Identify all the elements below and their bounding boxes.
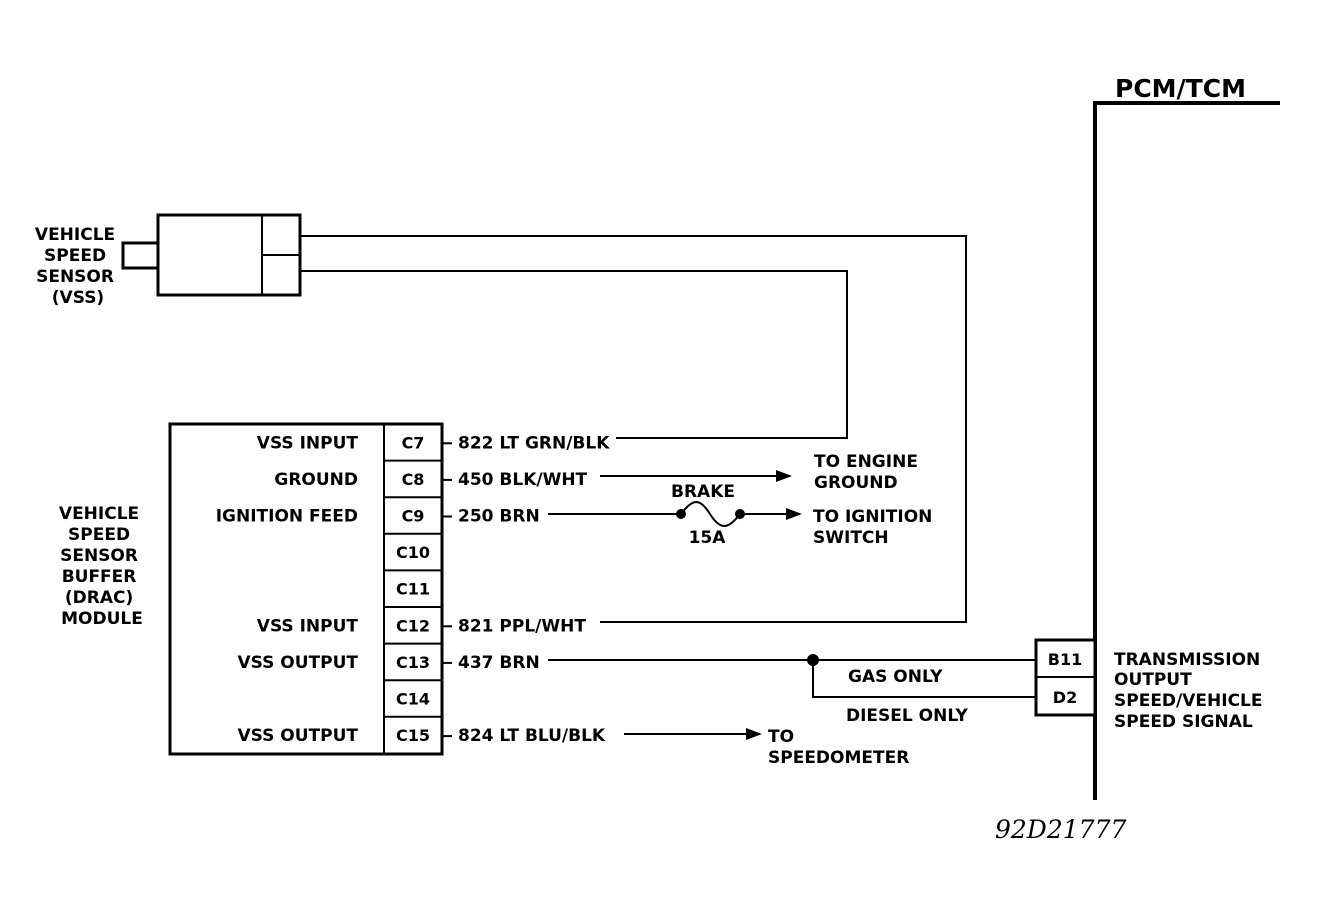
pin-function-c7: VSS INPUT <box>257 433 359 453</box>
fuse-icon <box>680 501 741 527</box>
pcm-outline <box>1093 101 1280 800</box>
pin-c13: C13 <box>396 653 430 672</box>
pin-function-c9: IGNITION FEED <box>216 507 358 527</box>
buffer-module-body <box>168 422 444 756</box>
pin-function-c8: GROUND <box>274 470 358 490</box>
to-ignition-switch-label: TO IGNITION SWITCH <box>813 507 938 548</box>
wire-437-brn-diesel <box>812 660 1035 698</box>
fuse-name: BRAKE <box>671 482 735 502</box>
ground-arrow-icon <box>776 470 792 482</box>
wire-label-c7: 822 LT GRN/BLK <box>458 433 610 453</box>
fuse-rating: 15A <box>689 528 727 548</box>
speedometer-arrow-icon <box>746 728 762 740</box>
ground-circuit: TO ENGINE GROUND <box>600 452 924 493</box>
wire-821-ppl-wht <box>300 235 967 623</box>
figure-id: 92D21777 <box>995 815 1126 844</box>
pcm-tcm: PCM/TCM <box>1093 74 1280 800</box>
wire-label-c13: 437 BRN <box>458 653 540 673</box>
buffer-module: VEHICLE SPEED SENSOR BUFFER (DRAC) MODUL… <box>59 422 611 756</box>
pin-function-c15: VSS OUTPUT <box>237 726 358 746</box>
pcm-pin-d2: D2 <box>1053 688 1077 707</box>
to-speedometer-label: TO SPEEDOMETER <box>768 727 909 768</box>
to-engine-ground-label: TO ENGINE GROUND <box>814 452 924 493</box>
pin-c9: C9 <box>402 507 425 526</box>
ignition-arrow-icon <box>786 508 802 520</box>
pin-c14: C14 <box>396 690 430 709</box>
wire-label-c12: 821 PPL/WHT <box>458 616 586 636</box>
vss-wires <box>300 235 967 623</box>
pin-c7: C7 <box>402 433 425 452</box>
wire-822-lt-grn-blk <box>300 270 848 439</box>
pin-function-c12: VSS INPUT <box>257 616 359 636</box>
pin-c15: C15 <box>396 726 430 745</box>
pcm-signal-label: TRANSMISSION OUTPUT SPEED/VEHICLE SPEED … <box>1114 650 1268 732</box>
speedometer-circuit: TO SPEEDOMETER <box>624 727 909 768</box>
pin-c10: C10 <box>396 543 430 562</box>
pin-c12: C12 <box>396 616 430 635</box>
vss-shaft <box>121 241 161 270</box>
vss-label: VEHICLE SPEED SENSOR (VSS) <box>35 225 121 308</box>
vss-output-circuit: GAS ONLY DIESEL ONLY B11 D2 TRANSMISSION… <box>548 638 1268 732</box>
gas-only-label: GAS ONLY <box>848 667 943 687</box>
pcm-pin-b11: B11 <box>1048 650 1082 669</box>
ignition-circuit: BRAKE 15A TO IGNITION SWITCH <box>548 482 938 548</box>
diesel-only-label: DIESEL ONLY <box>846 706 969 726</box>
pin-c8: C8 <box>402 470 425 489</box>
vehicle-speed-sensor: VEHICLE SPEED SENSOR (VSS) <box>35 213 302 308</box>
pcm-title: PCM/TCM <box>1115 74 1246 103</box>
pin-c11: C11 <box>396 580 430 599</box>
buffer-label: VEHICLE SPEED SENSOR BUFFER (DRAC) MODUL… <box>59 504 145 629</box>
wire-label-c8: 450 BLK/WHT <box>458 470 588 490</box>
pin-function-c13: VSS OUTPUT <box>237 653 358 673</box>
wire-label-c9: 250 BRN <box>458 507 540 527</box>
wire-label-c15: 824 LT BLU/BLK <box>458 726 606 746</box>
